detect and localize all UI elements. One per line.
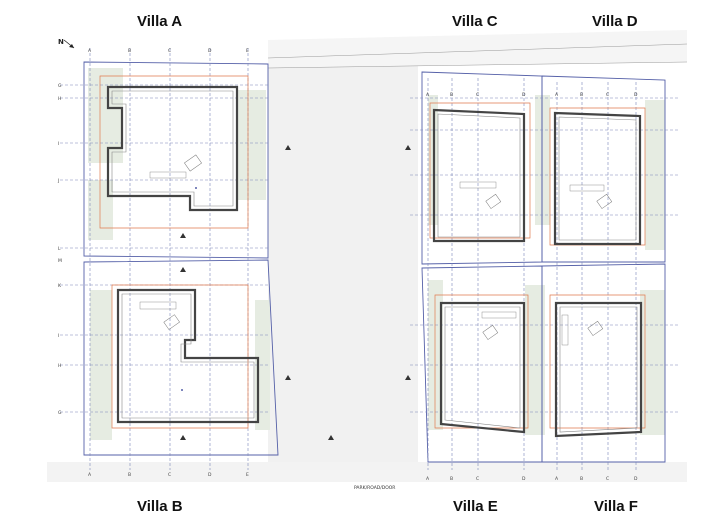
villa-f-building: [549, 294, 646, 438]
grid-label: G: [58, 410, 62, 416]
villa-label-c: Villa C: [452, 13, 498, 30]
grid-label: I: [58, 333, 59, 339]
plot-boundaries-right: [421, 71, 666, 463]
north-arrow-label: N: [58, 38, 64, 46]
grid-label: C: [606, 92, 609, 98]
grid-label: D: [208, 472, 212, 478]
grid-label: A: [426, 92, 430, 98]
grid-label: A: [555, 476, 559, 482]
grid-label: H: [58, 96, 61, 102]
grid-label: B: [580, 92, 583, 98]
villa-d-building: [549, 107, 646, 246]
grid-label: D: [634, 476, 638, 482]
villa-label-b: Villa B: [137, 498, 183, 515]
villa-label-a: Villa A: [137, 13, 183, 30]
villa-label-f: Villa F: [594, 498, 638, 515]
villa-c-building: [429, 102, 531, 243]
grid-label: B: [128, 472, 131, 478]
grid-labels-side: G H I J L M K I H G: [57, 83, 62, 416]
central-road: [268, 60, 418, 480]
grid-label: B: [450, 476, 453, 482]
grid-label: B: [128, 48, 131, 54]
grid-label: C: [476, 476, 479, 482]
villa-b-building: [111, 284, 260, 429]
grid-label: A: [88, 472, 92, 478]
grid-labels-top-left: A B C D E A B C D E: [88, 48, 249, 478]
north-arrow-icon: N: [58, 38, 75, 49]
grid-labels-top-right: A B C D A B C D A B C D A B C D: [426, 92, 638, 482]
grid-label: G: [58, 83, 62, 89]
grid-label: I: [58, 141, 59, 147]
villa-a-building: [99, 75, 249, 229]
grid-label: C: [168, 472, 171, 478]
grid-label: A: [555, 92, 559, 98]
grid-label: J: [57, 178, 59, 184]
grid-label: B: [450, 92, 453, 98]
grid-label: K: [58, 283, 62, 289]
grid-label: A: [88, 48, 92, 54]
grid-label: A: [426, 476, 430, 482]
grid-label: C: [476, 92, 479, 98]
grid-label: L: [58, 246, 61, 252]
grid-axes: [60, 48, 680, 470]
bottom-street: [47, 462, 687, 482]
grid-label: D: [522, 92, 526, 98]
grid-label: M: [58, 258, 62, 264]
grid-label: E: [246, 472, 249, 478]
plot-boundaries-left: [83, 61, 279, 456]
villa-label-d: Villa D: [592, 13, 638, 30]
grid-label: B: [580, 476, 583, 482]
section-markers: [180, 145, 411, 440]
villa-label-e: Villa E: [453, 498, 498, 515]
grid-label: C: [606, 476, 609, 482]
grid-label: D: [208, 48, 212, 54]
grid-label: D: [522, 476, 526, 482]
grid-label: D: [634, 92, 638, 98]
top-street: [268, 30, 687, 68]
grid-label: C: [168, 48, 171, 54]
footer-text: PARK/ROAD/DOOR: [354, 485, 395, 491]
grid-label: E: [246, 48, 249, 54]
grid-label: H: [58, 363, 61, 369]
villa-e-building: [434, 294, 529, 434]
